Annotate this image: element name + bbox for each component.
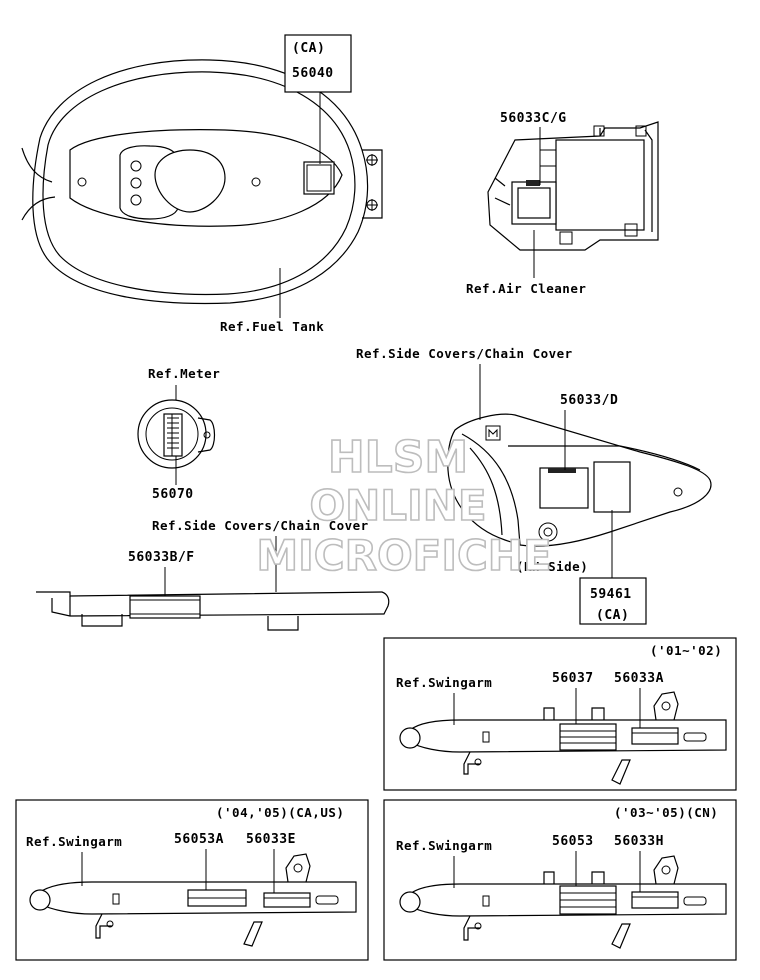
watermark-line-1: HLSM <box>328 432 468 483</box>
air-cleaner-drawing <box>487 121 659 251</box>
swingarm-01-02-header: ('01~'02) <box>650 643 722 658</box>
meter-part-number: 56070 <box>152 487 194 502</box>
swingarm-01-02-ref-label: Ref.Swingarm <box>396 675 492 690</box>
air-cleaner-ref-label: Ref.Air Cleaner <box>466 281 586 296</box>
swingarm-03-05-cn-ref-label: Ref.Swingarm <box>396 838 492 853</box>
swingarm-01-02-drawing <box>399 691 727 785</box>
swingarm-01-02-frame <box>383 637 737 791</box>
fuel-tank-part-box <box>284 34 352 93</box>
side-cover-box-number: 59461 <box>590 587 632 602</box>
meter-ref-label: Ref.Meter <box>148 366 220 381</box>
fuel-tank-part-number: 56040 <box>292 66 334 81</box>
side-cover-drawing <box>447 413 712 547</box>
meter-drawing <box>137 399 216 469</box>
swingarm-04-05-frame <box>15 799 369 961</box>
chain-cover-ref-label: Ref.Side Covers/Chain Cover <box>152 518 369 533</box>
swingarm-03-05-cn-part-b: 56033H <box>614 834 664 849</box>
swingarm-03-05-cn-header: ('03~'05)(CN) <box>614 805 718 820</box>
swingarm-03-05-cn-drawing <box>399 855 727 949</box>
side-cover-side-note: (RH Side) <box>516 559 588 574</box>
air-cleaner-part-number: 56033C/G <box>500 111 567 126</box>
fuel-tank-ref-label: Ref.Fuel Tank <box>220 319 324 334</box>
swingarm-03-05-cn-frame <box>383 799 737 961</box>
swingarm-03-05-cn-part-a: 56053 <box>552 834 594 849</box>
side-cover-part-number: 56033/D <box>560 393 618 408</box>
swingarm-04-05-drawing <box>29 853 357 947</box>
chain-cover-part-number: 56033B/F <box>128 550 195 565</box>
watermark-line-2: ONLINE <box>309 481 486 530</box>
chain-cover-drawing <box>36 591 390 631</box>
swingarm-04-05-part-b: 56033E <box>246 832 296 847</box>
watermark-line-3: MICROFICHE <box>256 531 551 580</box>
swingarm-01-02-part-b: 56033A <box>614 671 664 686</box>
side-cover-part-box <box>579 577 647 625</box>
swingarm-04-05-header: ('04,'05)(CA,US) <box>216 805 344 820</box>
swingarm-04-05-part-a: 56053A <box>174 832 224 847</box>
fuel-tank-drawing <box>21 59 383 305</box>
swingarm-04-05-ref-label: Ref.Swingarm <box>26 834 122 849</box>
side-cover-box-region: (CA) <box>596 608 629 623</box>
side-cover-ref-label: Ref.Side Covers/Chain Cover <box>356 346 573 361</box>
fuel-tank-part-region: (CA) <box>292 41 325 56</box>
swingarm-01-02-part-a: 56037 <box>552 671 594 686</box>
